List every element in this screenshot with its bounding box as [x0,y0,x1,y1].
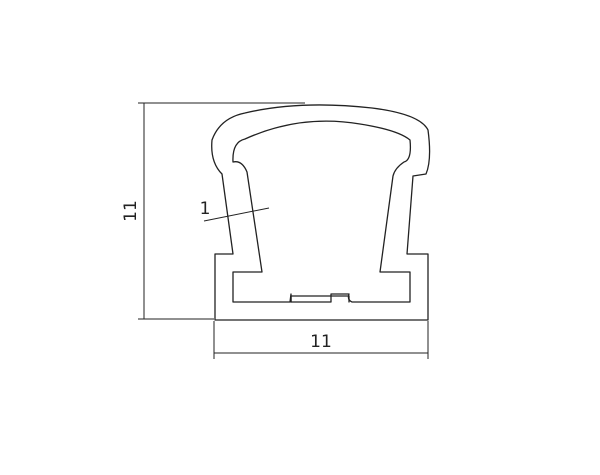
width-dimension-label: 11 [310,332,332,352]
thickness-leader-line [203,207,270,222]
height-dimension-label: 11 [121,200,141,222]
thickness-dimension-label: 1 [200,199,211,219]
profile-outer-contour [211,104,431,321]
bottom-slot [290,295,350,303]
profile-inner-cavity [232,120,412,303]
